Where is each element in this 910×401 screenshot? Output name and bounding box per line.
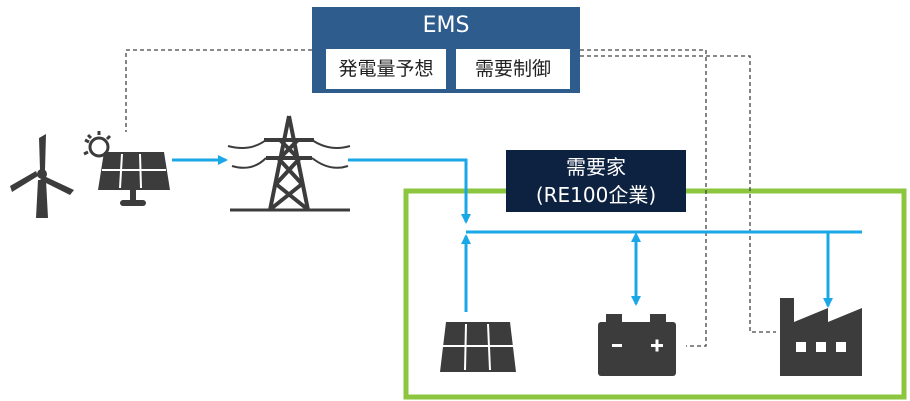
flow-grid-to-consumer — [348, 158, 471, 224]
control-line-generation — [125, 49, 312, 132]
battery-icon — [598, 314, 676, 376]
consumer-label-line1: 需要家 — [566, 155, 626, 179]
wind-turbine-icon — [10, 134, 74, 218]
transmission-tower-icon — [227, 115, 351, 212]
control-line-battery — [580, 49, 707, 347]
ems-generation-forecast: 発電量予想 — [326, 49, 446, 89]
solar-panel-icon — [440, 322, 516, 372]
solar-panel-with-sun-icon — [83, 131, 170, 206]
control-lines — [125, 49, 776, 347]
power-flow-lines — [172, 155, 862, 312]
ems-title: EMS — [422, 13, 470, 38]
ems-demand-control: 需要制御 — [456, 49, 570, 89]
factory-icon — [780, 298, 862, 376]
control-line-factory — [580, 55, 776, 333]
consumer-label-line2: (RE100企業) — [535, 183, 657, 207]
ems-box: EMS 発電量予想 需要制御 — [312, 7, 580, 93]
consumer-label: 需要家 (RE100企業) — [506, 150, 686, 212]
